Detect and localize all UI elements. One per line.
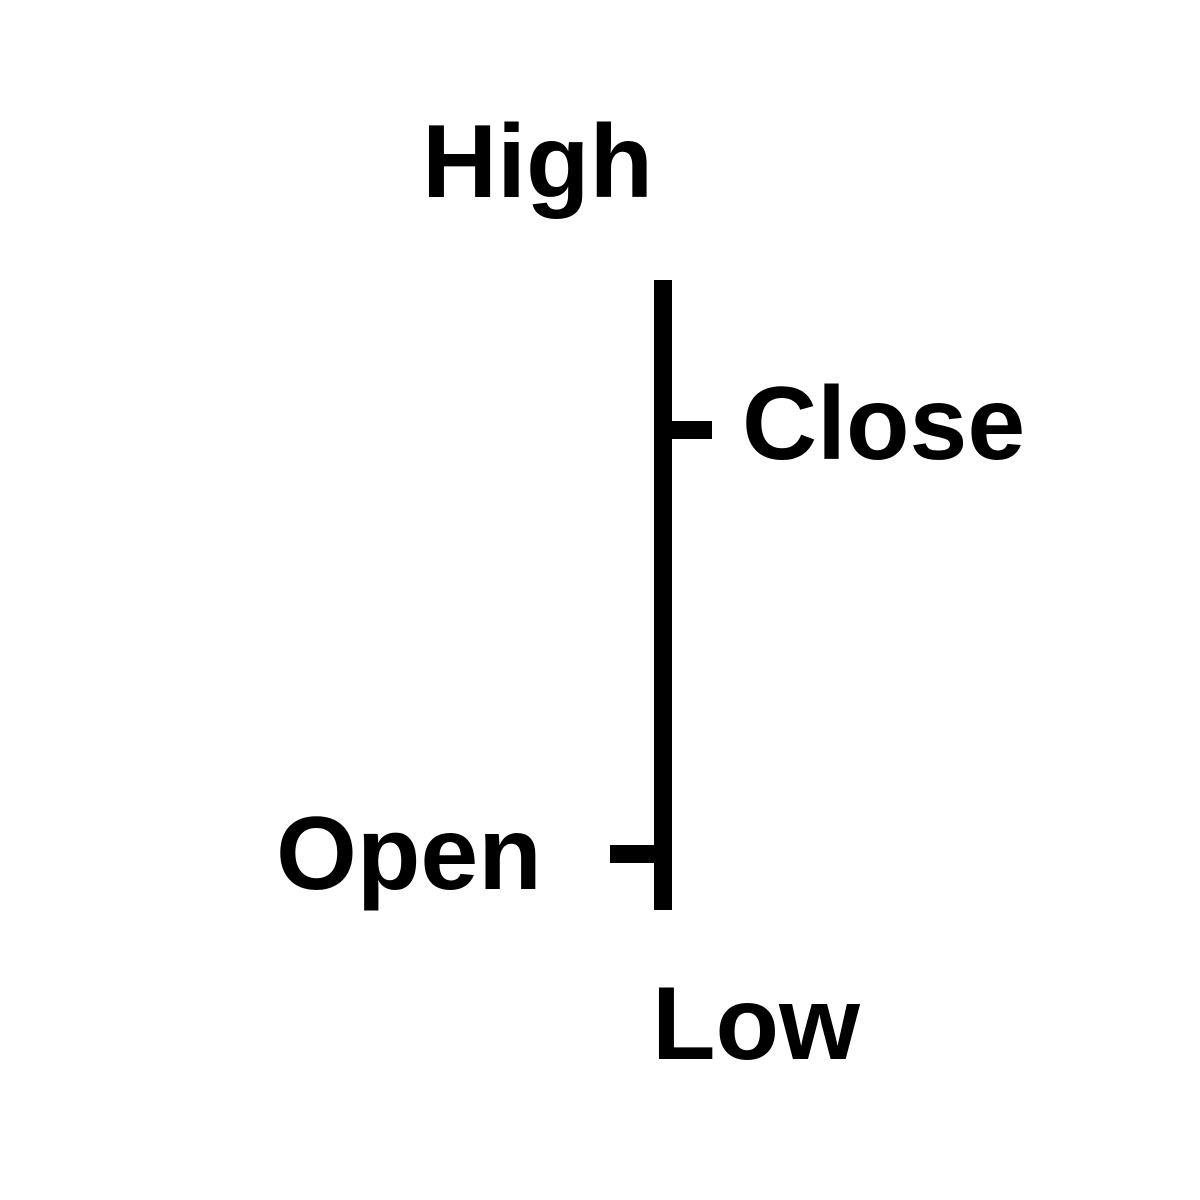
- low-label: Low: [652, 966, 860, 1082]
- high-label: High: [422, 104, 654, 220]
- open-label: Open: [276, 796, 542, 912]
- close-label: Close: [742, 366, 1026, 482]
